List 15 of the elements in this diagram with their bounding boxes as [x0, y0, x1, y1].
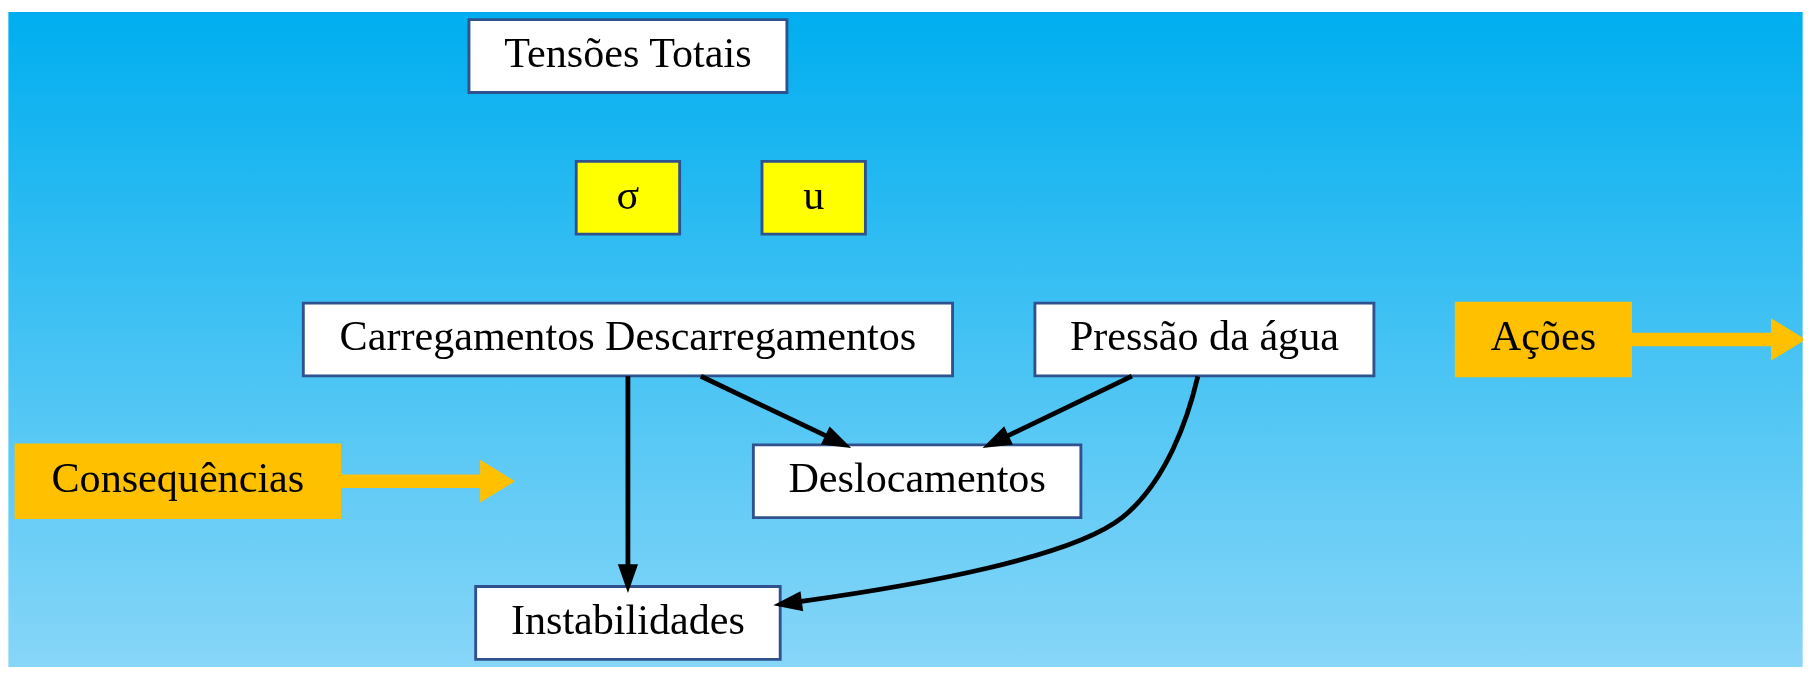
arrow — [340, 459, 515, 503]
node-box: Ações — [1454, 301, 1632, 377]
node-box: Pressão da água — [1033, 301, 1376, 377]
node-box: Instabilidades — [474, 584, 782, 661]
arrow — [617, 375, 638, 593]
node-box: σ — [574, 159, 682, 236]
arrow — [982, 373, 1133, 448]
node-box: Carregamentos Descarregamentos — [301, 301, 954, 377]
node-box: u — [760, 159, 867, 236]
arrow — [773, 375, 1201, 611]
node-box: Tensões Totais — [467, 17, 789, 94]
arrow — [699, 373, 852, 448]
node-box: Consequências — [14, 442, 342, 519]
node-box: Deslocamentos — [751, 442, 1083, 519]
arrow — [1630, 317, 1803, 361]
